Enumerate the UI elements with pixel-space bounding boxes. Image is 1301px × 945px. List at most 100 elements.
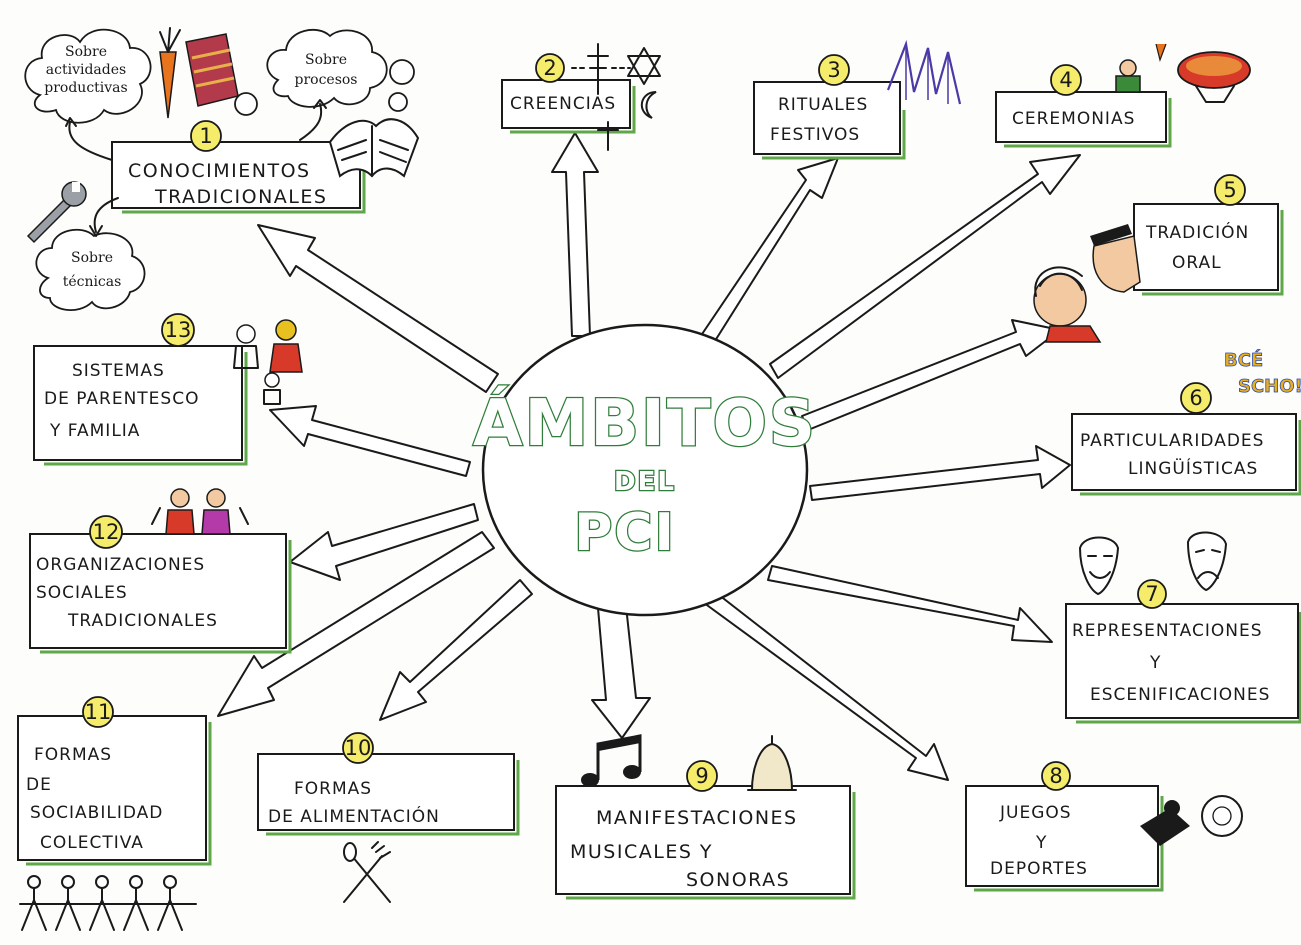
node-4-line-1: CEREMONIAS [1012,109,1135,129]
node-2-creencias: CREENCIAS 2 [501,53,636,134]
cloud-tecnicas-line-2: técnicas [63,274,122,290]
node-7-line-3: ESCENIFICACIONES [1090,685,1270,705]
node-5-line-2: ORAL [1172,253,1222,273]
wrench-icon [26,181,87,244]
theatre-mask-icon [1078,531,1228,596]
arrow-to-node-6 [809,445,1071,501]
elderly-couple-icon [1033,224,1141,343]
node-8-number: 8 [1049,764,1062,788]
node-11-number: 11 [85,700,112,724]
central-circle [481,323,809,617]
node-1-number: 1 [199,124,212,148]
speech-bubble-line-2: SCHO! [1238,376,1301,397]
arrow-to-node-11 [217,531,495,717]
node-4-ceremonias: CEREMONIAS 4 [995,64,1172,148]
drummer-icon [1115,43,1167,93]
node-11-line-1: FORMAS [34,745,112,765]
node-3-number: 3 [827,58,840,82]
node-8-line-1: JUEGOS [999,803,1072,823]
central-title-mid: DEL [614,467,676,497]
node-2-number: 2 [543,56,556,80]
people-chain-icon [19,875,197,931]
node-9-number: 9 [695,764,708,788]
node-8-line-3: DEPORTES [990,859,1088,879]
singers-icon [151,488,249,535]
cloud-procesos-line-1: Sobre [305,52,347,68]
arrow-to-node-5 [801,319,1061,431]
node-8-line-2: Y [1035,833,1047,853]
node-7-representaciones: REPRESENTACIONES Y ESCENIFICACIONES 7 [1065,579,1301,724]
star-of-david-icon [627,47,661,85]
arrow-to-node-13 [269,405,471,477]
node-9-line-3: SONORAS [686,869,790,891]
book-icon [328,118,420,178]
cloud-actividades-line-2: actividades [46,62,126,78]
node-3-line-2: FESTIVOS [770,125,860,145]
node-12-line-1: ORGANIZACIONES [36,555,205,575]
node-12-line-2: SOCIALES [36,583,128,603]
node-6-particularidades: PARTICULARIDADES LINGÜÍSTICAS 6 [1071,382,1301,496]
node-3-rituales: RITUALES FESTIVOS 3 [753,54,906,160]
node-8-juegos: JUEGOS Y DEPORTES 8 [965,761,1164,892]
node-12-line-3: TRADICIONALES [67,611,218,631]
arrow-to-node-12 [289,503,479,581]
church-spires-icon [886,39,962,105]
node-7-line-1: REPRESENTACIONES [1072,621,1263,641]
crescent-icon [641,91,657,119]
node-11-line-2: DE [26,775,52,795]
node-1-line-1: CONOCIMIENTOS [128,160,311,182]
node-13-line-1: SISTEMAS [72,361,165,381]
family-icon [233,319,303,405]
node-9-line-2: MUSICALES Y [570,841,713,863]
node-11-sociabilidad: FORMAS DE SOCIABILIDAD COLECTIVA 11 [17,696,212,866]
node-6-line-1: PARTICULARIDADES [1080,431,1264,451]
node-13-number: 13 [165,318,192,342]
node-13-line-3: Y FAMILIA [49,421,140,441]
central-title-bottom: PCI [574,503,676,563]
node-6-number: 6 [1189,386,1202,410]
node-10-number: 10 [345,736,372,760]
arrow-to-node-8 [699,587,949,781]
arrow-to-node-9 [591,605,651,739]
cloud-tecnicas-line-1: Sobre [71,250,113,266]
node-10-line-1: FORMAS [294,779,372,799]
node-9-line-1: MANIFESTACIONES [596,807,798,829]
node-12-organizaciones: ORGANIZACIONES SOCIALES TRADICIONALES 12 [29,515,292,654]
node-4-number: 4 [1059,68,1072,92]
cloud-actividades-line-3: productivas [44,80,127,96]
node-12-number: 12 [93,520,120,544]
arrows [217,132,1081,781]
arrow-to-node-2 [551,132,599,337]
node-2-line-1: CREENCIAS [510,94,616,114]
central-node: ÁMBITOS DEL PCI [472,323,817,617]
fork-spoon-icon [343,841,391,903]
node-13-line-2: DE PARENTESCO [44,389,199,409]
node-7-number: 7 [1145,582,1158,606]
carrot-icon [159,27,181,119]
cloud-procesos: Sobre procesos [234,28,415,116]
rug-icon [185,33,239,107]
cloud-procesos-line-2: procesos [294,72,357,88]
central-title: ÁMBITOS [473,385,817,461]
node-11-line-4: COLECTIVA [40,833,144,853]
node-5-line-1: TRADICIÓN [1145,221,1249,243]
speech-bubble-icon: BCÉ SCHO! [1224,349,1301,398]
node-6-line-2: LINGÜÍSTICAS [1128,457,1258,479]
node-11-line-3: SOCIABILIDAD [30,803,163,823]
node-13-sistemas-parentesco: SISTEMAS DE PARENTESCO Y FAMILIA 13 [33,313,248,466]
node-1-conocimientos: CONOCIMIENTOS TRADICIONALES 1 [111,120,366,214]
cloud-actividades-line-1: Sobre [65,44,107,60]
node-5-tradicion-oral: TRADICIÓN ORAL 5 [1133,174,1284,296]
node-5-number: 5 [1223,178,1236,202]
bell-icon [747,735,797,791]
paella-pan-icon [1177,51,1251,103]
board-game-icon [1140,795,1243,846]
music-note-icon [581,734,642,787]
speech-bubble-line-1: BCÉ [1224,349,1263,371]
node-9-manifestaciones: MANIFESTACIONES MUSICALES Y SONORAS 9 [555,760,856,900]
cross-icon [587,43,619,151]
arrow-to-node-7 [767,565,1053,643]
node-10-alimentacion: FORMAS DE ALIMENTACIÓN 10 [257,732,520,836]
arrow-to-node-4 [769,154,1081,379]
node-10-line-2: DE ALIMENTACIÓN [268,805,440,827]
